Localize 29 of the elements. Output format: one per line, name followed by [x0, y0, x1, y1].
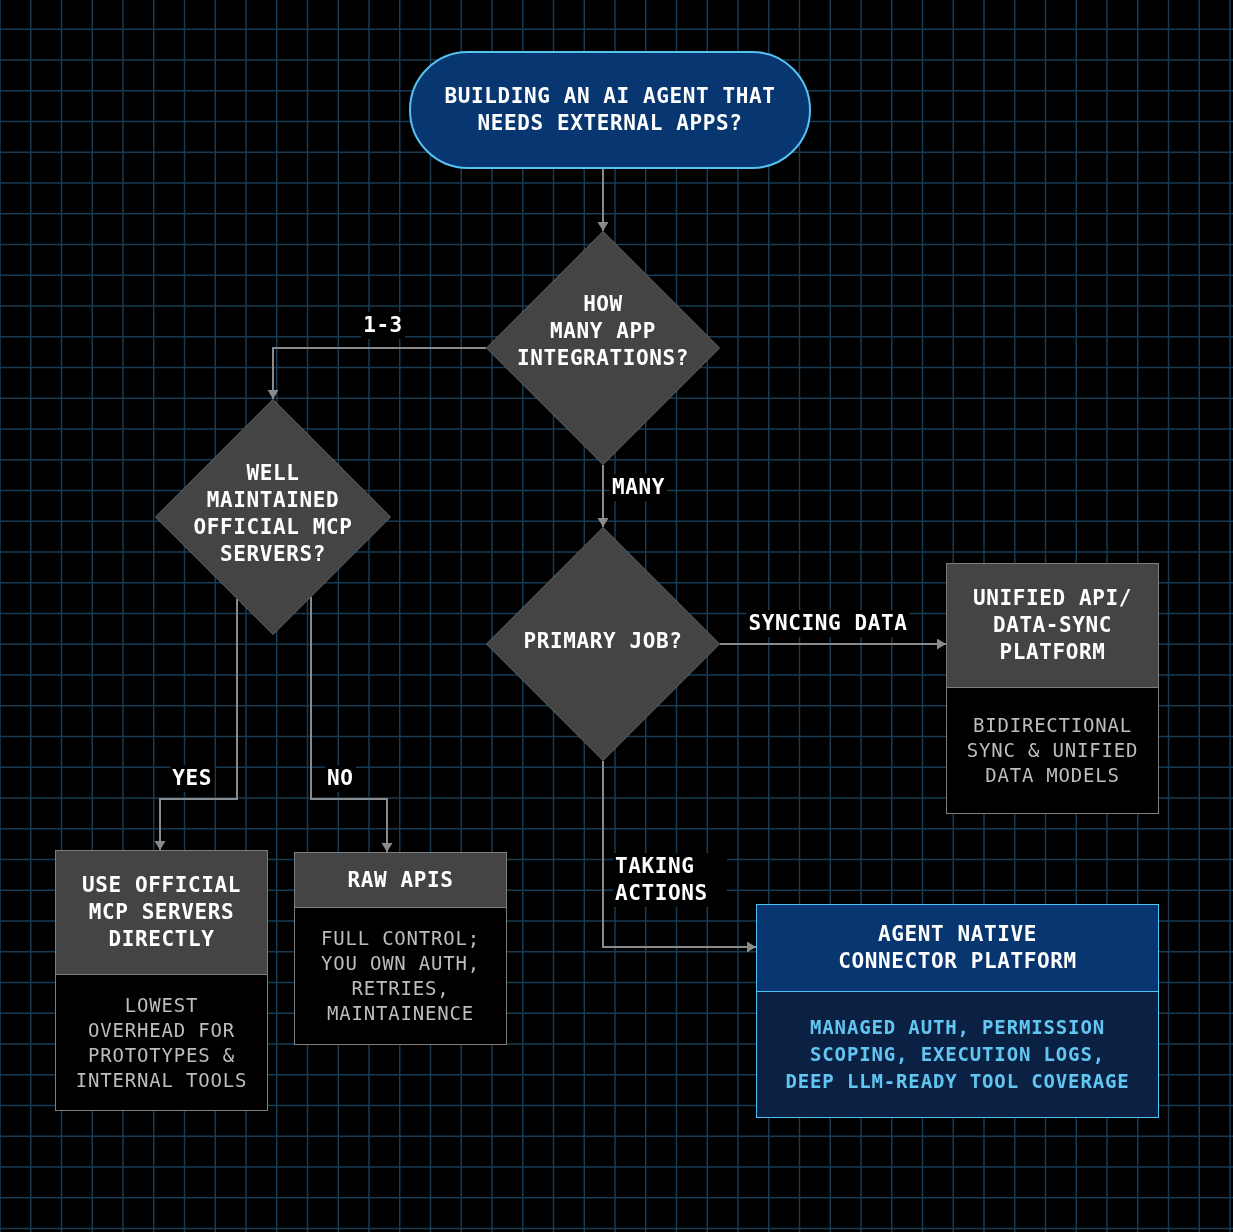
flow-arrow [597, 168, 609, 232]
decision-text: PRIMARY JOB? [522, 628, 684, 655]
edge-label: MANY [610, 473, 667, 501]
flow-arrow [154, 598, 238, 851]
edge-label: 1-3 [361, 311, 405, 339]
card-description: FULL CONTROL; YOU OWN AUTH, RETRIES, MAINTAINENCE [319, 926, 482, 1026]
flow-arrow [602, 760, 757, 953]
edge-label: YES [170, 764, 214, 792]
flow-arrow [310, 596, 393, 853]
result-card [294, 852, 507, 1045]
decision-text: HOW MANY APP INTEGRATIONS? [515, 291, 691, 372]
flow-arrow [267, 347, 487, 400]
card-title: UNIFIED API/ DATA-SYNC PLATFORM [972, 585, 1133, 666]
result-card [946, 563, 1159, 814]
card-description: BIDIRECTIONAL SYNC & UNIFIED DATA MODELS [965, 713, 1140, 788]
card-description: LOWEST OVERHEAD FOR PROTOTYPES & INTERNAL TOOLS [74, 992, 249, 1093]
edge-label: NO [325, 764, 356, 792]
result-card [756, 904, 1159, 1118]
flow-arrow [719, 638, 947, 650]
flow-arrow [597, 464, 609, 528]
edge-label: SYNCING DATA [746, 609, 910, 637]
decision-text: WELL MAINTAINED OFFICIAL MCP SERVERS? [192, 460, 354, 568]
card-title: AGENT NATIVE CONNECTOR PLATFORM [837, 921, 1078, 975]
result-card [55, 850, 268, 1111]
card-title: RAW APIS [346, 866, 455, 894]
edge-label: TAKING ACTIONS [613, 852, 727, 907]
card-title: USE OFFICIAL MCP SERVERS DIRECTLY [81, 872, 242, 953]
card-description: MANAGED AUTH, PERMISSION SCOPING, EXECUTION LOGS, DEEP LLM-READY TOOL COVERAGE [784, 1015, 1131, 1094]
terminal-text: BUILDING AN AI AGENT THAT NEEDS EXTERNAL APPS? [443, 83, 777, 137]
